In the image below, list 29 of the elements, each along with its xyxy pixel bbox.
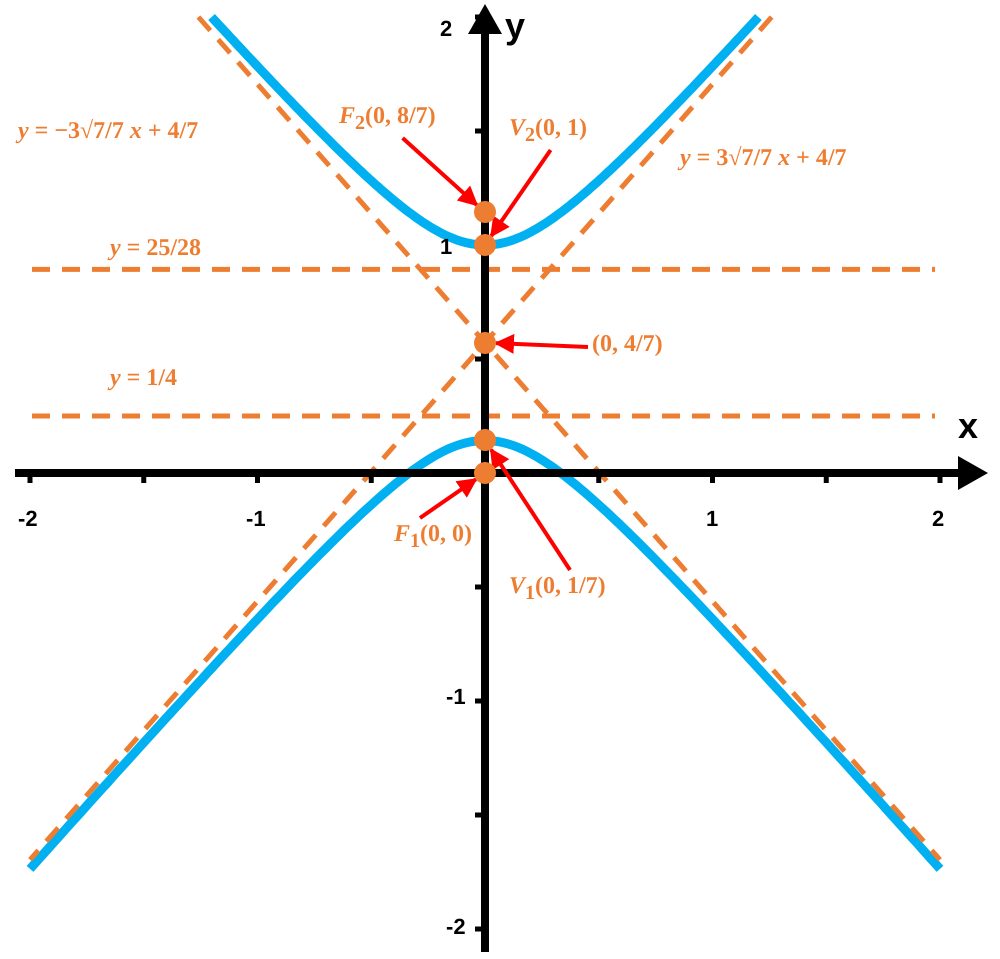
leader-arrow xyxy=(489,448,572,572)
point-label: F$_{2}$(0, 8/7) xyxy=(335,100,465,137)
leader-arrow xyxy=(490,148,552,238)
axis-label: x xyxy=(958,408,978,444)
point-label: V$_{1}$(0, 1/7) xyxy=(505,570,635,607)
point-label: F$_{1}$(0, 0) xyxy=(390,518,490,555)
tick-label: 1 xyxy=(706,508,718,530)
tick-label: -1 xyxy=(446,686,466,708)
point-marker xyxy=(474,234,496,256)
tick-label: 2 xyxy=(440,18,452,40)
leader-arrow xyxy=(418,478,478,520)
leader-arrow xyxy=(494,334,588,354)
tick-label: -1 xyxy=(246,508,266,530)
tick-label: 1 xyxy=(440,236,452,258)
axis-label: y xyxy=(505,8,526,44)
point-marker xyxy=(474,462,496,484)
equation-label: y = 3√7/7 x + 4/7 xyxy=(680,145,847,172)
point-marker xyxy=(474,332,496,354)
leader-arrow xyxy=(401,136,478,207)
equation-label: y = 1/4 xyxy=(110,365,177,392)
point-marker xyxy=(474,429,496,452)
equation-label: y = −3√7/7 x + 4/7 xyxy=(18,118,198,144)
point-label: V$_{2}$(0, 1) xyxy=(505,112,625,149)
tick-label: -2 xyxy=(18,508,38,530)
tick-label: -2 xyxy=(446,916,466,938)
point-marker xyxy=(474,201,496,224)
tick-label: 2 xyxy=(932,508,944,530)
point-label: (0, 4/7) xyxy=(588,328,688,361)
equation-label: y = 25/28 xyxy=(110,235,201,262)
